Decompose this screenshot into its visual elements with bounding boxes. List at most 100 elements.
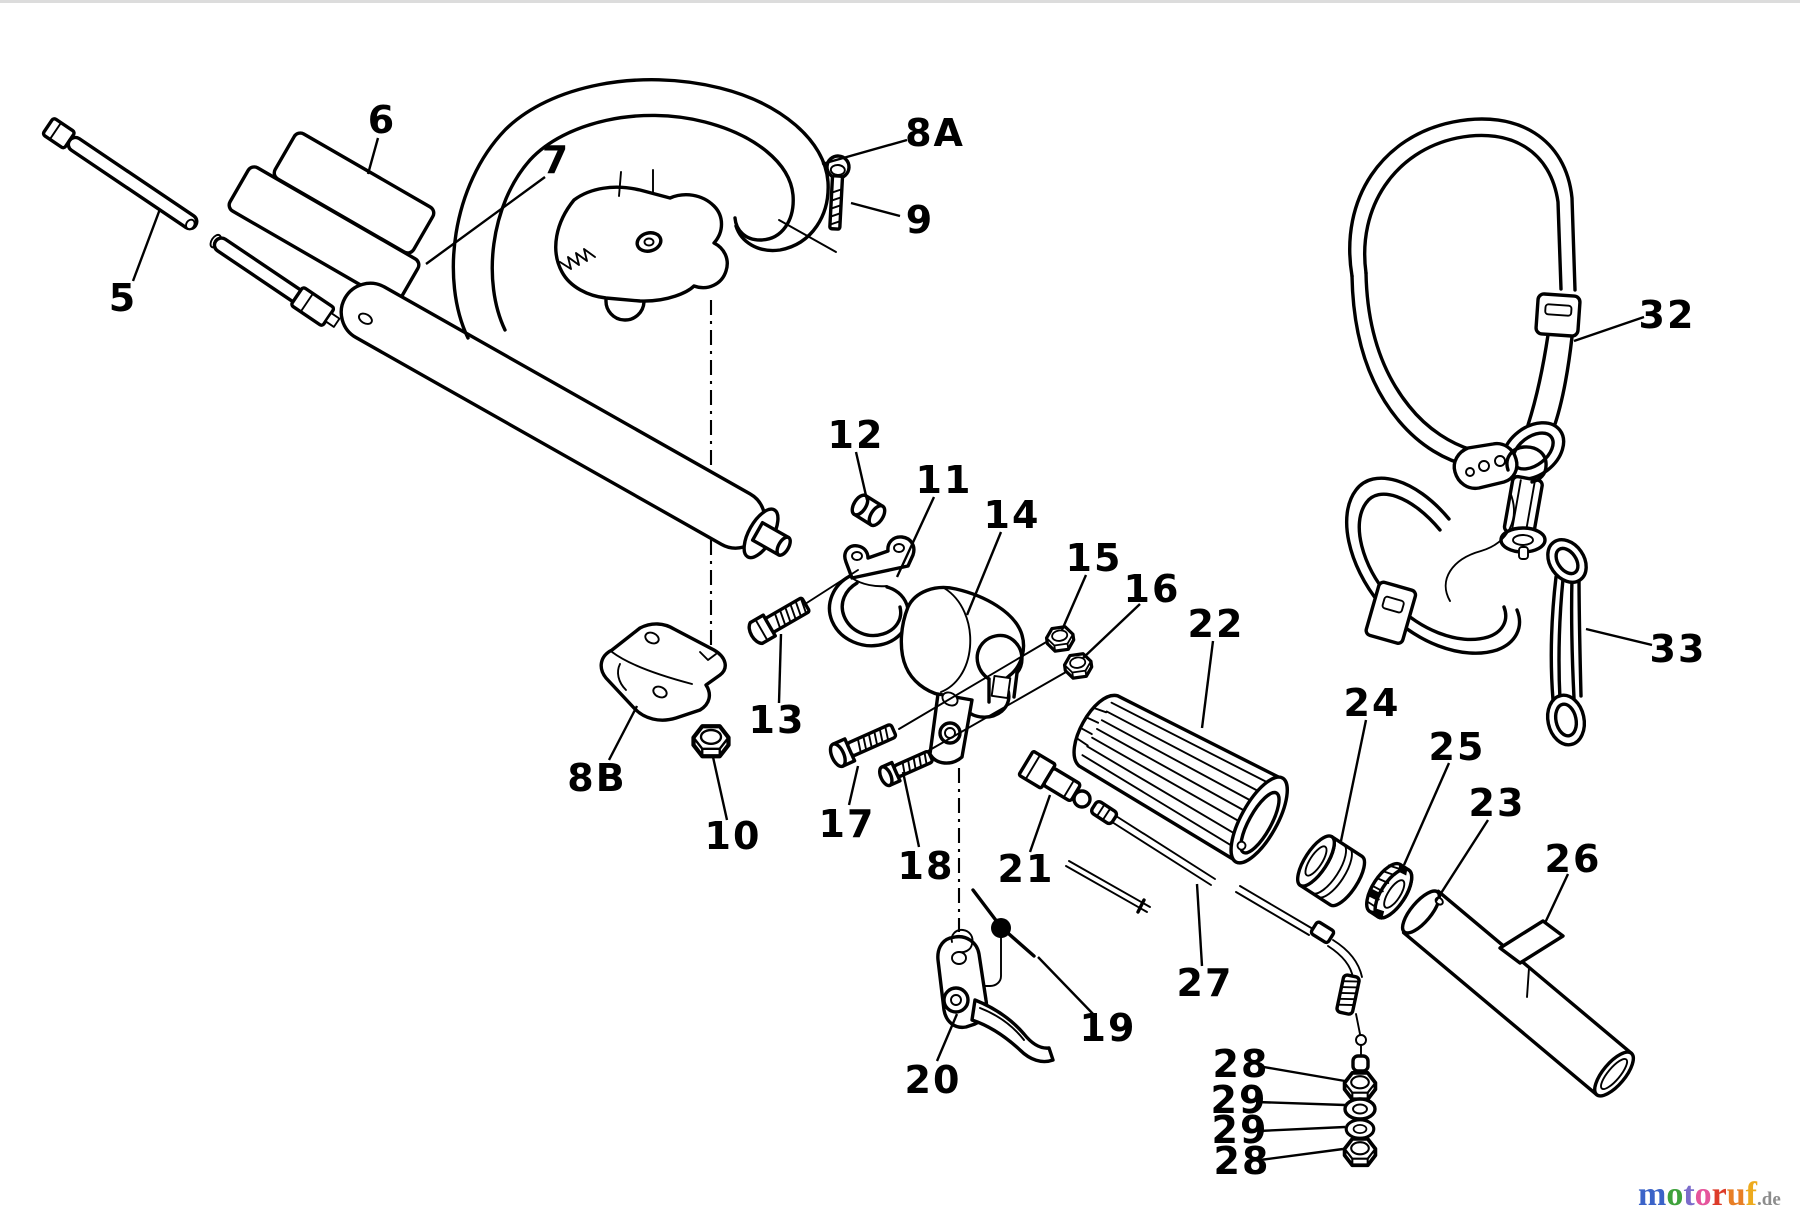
- leader-line-13: [777, 633, 783, 704]
- leader-line-24: [1339, 719, 1368, 842]
- leader-line-25: [1402, 762, 1451, 866]
- leader-line-33: [1585, 627, 1653, 647]
- part-27-throttle-cable: [1065, 815, 1370, 1073]
- leader-line-14: [965, 531, 1003, 616]
- callout-32: 32: [1639, 293, 1696, 337]
- part-28-nut-lower: [1342, 1137, 1378, 1168]
- callout-7: 7: [542, 138, 570, 182]
- part-8b-clamp-bracket: [599, 622, 727, 722]
- leader-line-27: [1195, 883, 1204, 967]
- part-main-shaft-tube: [339, 281, 792, 560]
- callout-layer: 5678A98B10111213141516171819202122232425…: [109, 98, 1707, 1183]
- callout-17: 17: [819, 802, 876, 846]
- watermark-letter: t: [1683, 1176, 1695, 1213]
- watermark-motoruf: motoruf.de: [1638, 1176, 1781, 1214]
- part-16-nut: [1061, 651, 1095, 681]
- leader-line-15: [1060, 574, 1088, 631]
- part-15-nut: [1043, 624, 1077, 654]
- part-19-spring-wire: [965, 888, 1036, 987]
- assembly-centerlines: [709, 300, 961, 932]
- callout-8A: 8A: [905, 111, 965, 155]
- part-32-shoulder-harness: [1344, 117, 1582, 655]
- watermark-letter: f: [1745, 1176, 1757, 1213]
- callout-28: 28: [1213, 1042, 1270, 1086]
- leader-line-6: [366, 137, 380, 175]
- callout-23: 23: [1469, 781, 1526, 825]
- watermark-letter: o: [1694, 1176, 1712, 1213]
- leader-line-28: [1257, 1064, 1346, 1083]
- leader-line-8A: [821, 138, 908, 166]
- callout-13: 13: [749, 698, 806, 742]
- page-top-edge: [0, 0, 1800, 3]
- callout-8B: 8B: [567, 756, 626, 800]
- callout-27: 27: [1177, 961, 1234, 1005]
- leader-line-19: [1037, 956, 1096, 1017]
- part-14-throttle-housing: [898, 585, 1067, 765]
- part-26-decal: [1498, 919, 1565, 998]
- watermark-letter: m: [1638, 1176, 1667, 1213]
- callout-33: 33: [1650, 627, 1707, 671]
- watermark-suffix: .de: [1757, 1189, 1781, 1210]
- callout-20: 20: [905, 1058, 962, 1102]
- part-21-cable-adjuster: [1017, 750, 1119, 826]
- leader-line-21: [1028, 794, 1052, 853]
- part-17-bolt: [828, 723, 898, 769]
- part-29-washer-lower: [1344, 1118, 1376, 1140]
- watermark-letters: motoruf: [1638, 1176, 1757, 1213]
- part-23-shaft-tube: [1400, 889, 1636, 1098]
- leader-line-32: [1573, 315, 1645, 343]
- leader-line-16: [1082, 603, 1141, 659]
- part-5-shaft-rod: [41, 117, 199, 231]
- watermark-letter: o: [1666, 1176, 1684, 1213]
- part-10-nut: [694, 726, 729, 756]
- leader-line-11: [895, 496, 936, 578]
- leader-line-7: [425, 176, 546, 265]
- leader-line-9: [850, 201, 901, 218]
- callout-21: 21: [998, 847, 1055, 891]
- leader-line-17: [847, 765, 860, 806]
- callout-19: 19: [1080, 1006, 1137, 1050]
- callout-10: 10: [705, 814, 762, 858]
- leader-line-29: [1255, 1100, 1346, 1107]
- callout-12: 12: [828, 413, 885, 457]
- part-tube-segment: [209, 233, 341, 328]
- part-13-bolt: [747, 596, 811, 646]
- callout-26: 26: [1545, 837, 1602, 881]
- callout-29: 29: [1211, 1078, 1268, 1122]
- leader-line-20: [935, 1013, 959, 1062]
- leader-line-26: [1543, 873, 1570, 924]
- callout-28: 28: [1214, 1139, 1271, 1183]
- callout-6: 6: [368, 98, 396, 142]
- leader-line-8B: [607, 705, 639, 761]
- leader-line-12: [854, 451, 869, 501]
- callout-14: 14: [984, 493, 1041, 537]
- part-12-bushing: [850, 493, 887, 528]
- part-22-handle-grip: [1072, 694, 1289, 865]
- leader-line-10: [711, 756, 729, 821]
- leader-line-29: [1257, 1125, 1346, 1133]
- part-7-decal-strip: [227, 165, 421, 305]
- part-33-hanger-link: [1545, 538, 1588, 747]
- part-11-band-clamp: [801, 535, 916, 648]
- callout-22: 22: [1188, 602, 1245, 646]
- leader-line-18: [901, 771, 921, 848]
- watermark-letter: u: [1726, 1176, 1746, 1213]
- callout-24: 24: [1344, 681, 1401, 725]
- leader-line-5: [131, 208, 162, 282]
- leader-line-28: [1259, 1147, 1344, 1162]
- leader-line-22: [1200, 640, 1215, 729]
- callout-18: 18: [898, 844, 955, 888]
- callout-25: 25: [1429, 725, 1486, 769]
- callout-16: 16: [1124, 567, 1181, 611]
- part-28-nut-upper: [1342, 1071, 1378, 1102]
- part-18-bolt: [878, 750, 934, 788]
- part-25-knurled-ring: [1365, 861, 1414, 920]
- callout-29: 29: [1212, 1108, 1269, 1152]
- part-8a-loop-handle: [451, 78, 837, 340]
- callout-11: 11: [916, 458, 973, 502]
- callout-9: 9: [906, 198, 934, 242]
- part-24-bushing: [1296, 834, 1367, 908]
- callout-5: 5: [109, 276, 137, 320]
- watermark-letter: r: [1711, 1176, 1727, 1213]
